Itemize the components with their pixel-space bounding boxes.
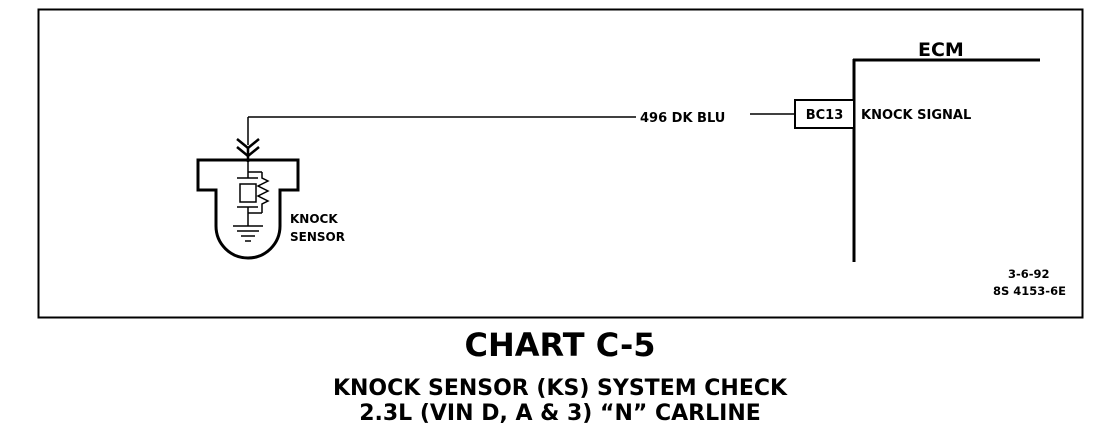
chart-title: CHART C-5: [464, 326, 656, 364]
piezo-element-icon: [237, 162, 270, 226]
diagram-frame: [37, 8, 1084, 319]
chart-subtitle-line1: KNOCK SENSOR (KS) SYSTEM CHECK: [332, 376, 788, 401]
terminal-box-bc13: [794, 99, 855, 129]
ground-symbol-icon: [233, 225, 263, 242]
chart-subtitle-line2: 2.3L (VIN D, A & 3) “N” CARLINE: [359, 401, 761, 426]
sensor-label-line1: KNOCK: [290, 212, 338, 226]
ecm-label: ECM: [918, 39, 964, 61]
sensor-label-line2: SENSOR: [290, 230, 345, 244]
knock-sensor-body: [196, 158, 300, 260]
terminal-label: BC13: [806, 108, 844, 123]
wire-496-dk-blu: [247, 113, 795, 145]
ecm-block: [852, 58, 1040, 262]
wire-label: 496 DK BLU: [640, 111, 725, 126]
drawing-code: 8S 4153-6E: [993, 284, 1066, 298]
knock-signal-label: KNOCK SIGNAL: [861, 108, 971, 123]
date-code: 3-6-92: [1008, 267, 1050, 281]
